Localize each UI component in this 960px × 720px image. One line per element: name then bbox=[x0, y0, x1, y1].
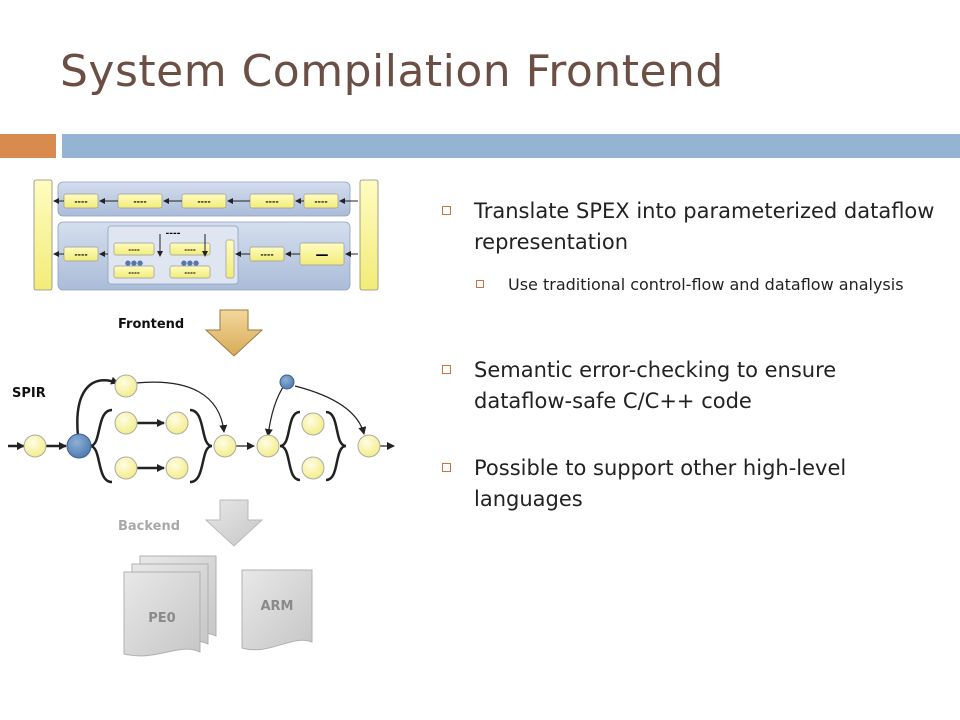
spir-graph bbox=[8, 374, 395, 484]
box-i1 bbox=[113, 242, 155, 256]
bullet-list: Translate SPEX into parameterized datafl… bbox=[440, 196, 940, 529]
backend-arrow-icon bbox=[204, 499, 264, 547]
box-i1-text: ---- bbox=[128, 246, 140, 254]
bullet-1-sub-1: Use traditional control-flow and dataflo… bbox=[474, 272, 940, 297]
spir-node-c1 bbox=[301, 412, 325, 436]
box-i3 bbox=[113, 265, 155, 279]
spir-node-a1 bbox=[114, 411, 138, 435]
spir-node-split bbox=[66, 433, 92, 459]
arm-label: ARM bbox=[260, 599, 293, 614]
spir-node-join bbox=[213, 434, 237, 458]
slide-title: System Compilation Frontend bbox=[60, 46, 724, 97]
backend-label: Backend bbox=[118, 519, 181, 534]
bullet-1: Translate SPEX into parameterized datafl… bbox=[440, 196, 940, 258]
bullet-marker-icon bbox=[442, 463, 451, 472]
spir-node-b1 bbox=[114, 456, 138, 480]
spir-node-3 bbox=[357, 434, 381, 458]
inner-panel-text: ---- bbox=[166, 229, 181, 239]
pe0-documents: PE0 bbox=[123, 555, 217, 657]
arm-document: ARM bbox=[241, 569, 313, 651]
box-t4-text: ---- bbox=[265, 197, 278, 206]
title-accent-bar-orange bbox=[0, 134, 56, 158]
box-i4-text: ---- bbox=[184, 269, 196, 277]
spir-node-c2 bbox=[301, 456, 325, 480]
bullet-1-sub-1-text: Use traditional control-flow and dataflo… bbox=[508, 275, 904, 294]
box-i2-text: ---- bbox=[184, 246, 196, 254]
pe0-label: PE0 bbox=[148, 611, 175, 626]
sub-bullet-marker-icon bbox=[476, 280, 484, 288]
dots-2: ●●● bbox=[181, 259, 199, 267]
box-i2 bbox=[169, 242, 211, 256]
bullet-2: Semantic error-checking to ensure datafl… bbox=[440, 355, 940, 417]
box-t1-text: ---- bbox=[74, 197, 87, 206]
box-b1-text: ---- bbox=[74, 250, 87, 259]
frontend-label: Frontend bbox=[118, 317, 185, 332]
bullet-marker-icon bbox=[442, 365, 451, 374]
box-t2-text: ---- bbox=[133, 197, 146, 206]
bullet-3-text: Possible to support other high-level lan… bbox=[474, 456, 847, 511]
right-yellow-bar bbox=[359, 179, 379, 291]
bullet-1-text: Translate SPEX into parameterized datafl… bbox=[474, 199, 935, 254]
spex-program-block: ---- ---- ---- ---- ---- ---- ---- ---- … bbox=[33, 179, 379, 291]
bullet-3: Possible to support other high-level lan… bbox=[440, 453, 940, 515]
bullet-marker-icon bbox=[442, 206, 451, 215]
spir-label: SPIR bbox=[12, 386, 46, 401]
spir-node-1 bbox=[23, 434, 47, 458]
spir-node-2 bbox=[256, 434, 280, 458]
spir-node-b2 bbox=[165, 456, 189, 480]
box-i4 bbox=[169, 265, 211, 279]
spir-node-top bbox=[114, 374, 138, 398]
title-accent-bar-blue bbox=[62, 134, 960, 158]
dots-1: ●●● bbox=[125, 259, 143, 267]
box-b3-text: — bbox=[316, 248, 329, 263]
frontend-arrow-icon bbox=[204, 309, 264, 357]
spir-node-a2 bbox=[165, 411, 189, 435]
inner-side-bar bbox=[225, 239, 235, 279]
spir-node-small-blue bbox=[279, 374, 295, 390]
box-t5-text: ---- bbox=[314, 197, 327, 206]
left-yellow-bar bbox=[33, 179, 53, 291]
box-i3-text: ---- bbox=[128, 269, 140, 277]
bullet-2-text: Semantic error-checking to ensure datafl… bbox=[474, 358, 837, 413]
box-t3-text: ---- bbox=[197, 197, 210, 206]
box-b2-text: ---- bbox=[260, 250, 273, 259]
